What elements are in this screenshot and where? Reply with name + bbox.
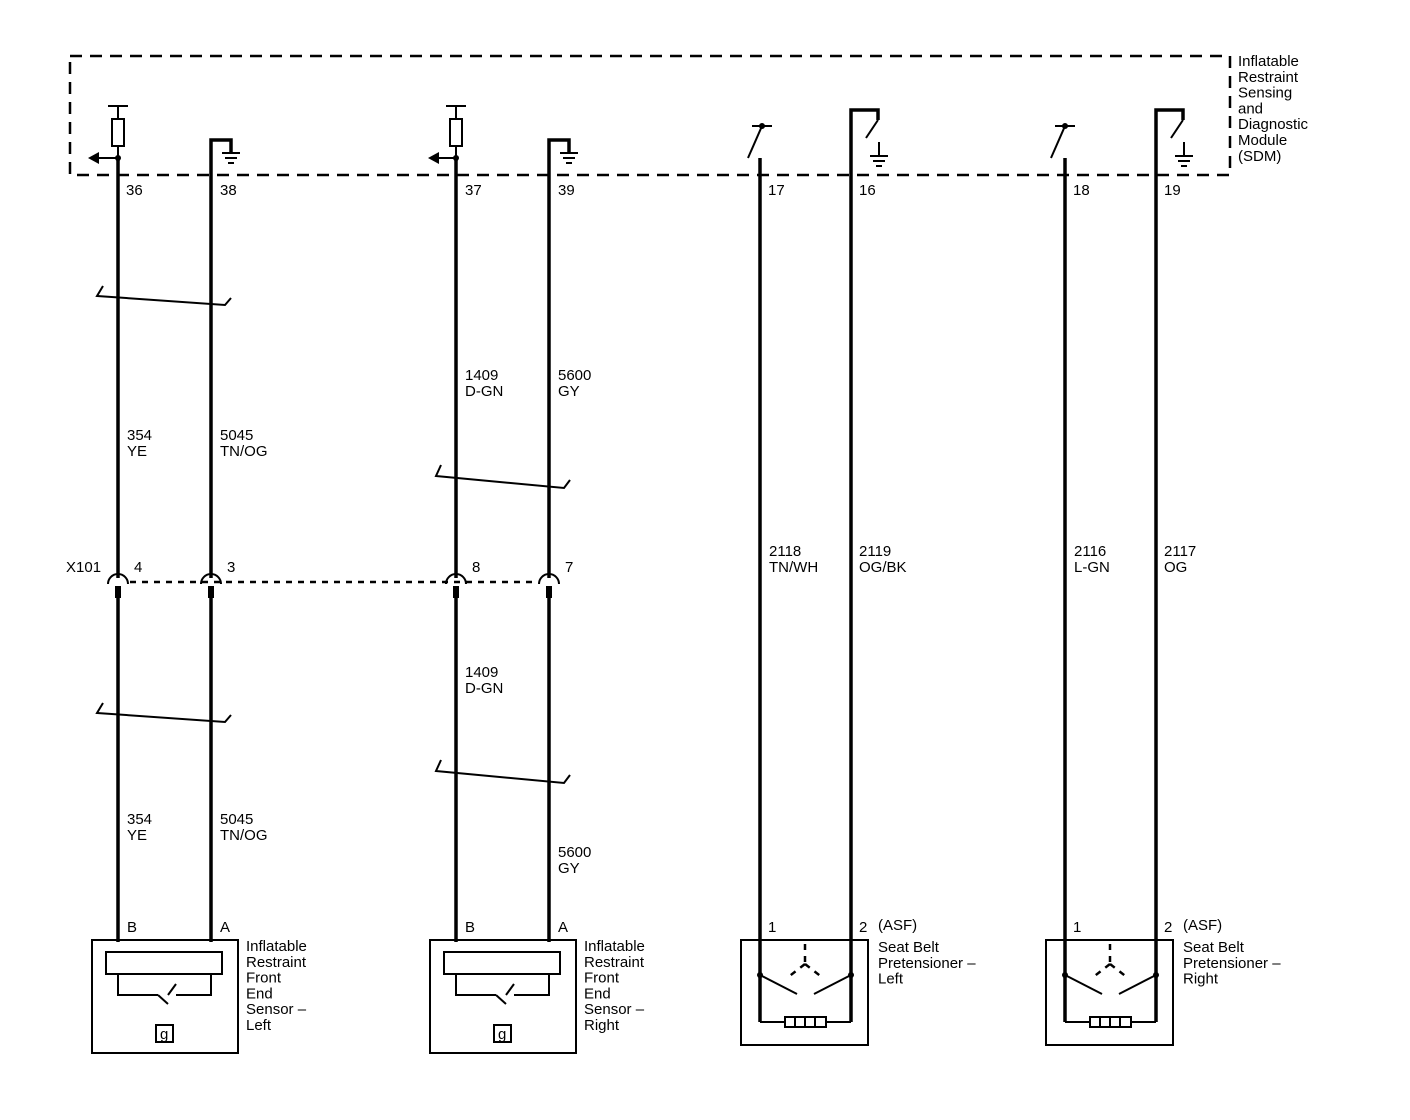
circuit-label: 354 YE [127,811,156,844]
pretensioner-pin: 1 [768,919,776,936]
circuit-label: 5600 GY [558,367,596,400]
circuit-label: 2116 L-GN [1074,543,1110,576]
pretensioner-left: 1 2 (ASF) Seat Belt Pretensioner – Left [740,917,980,1046]
sdm-label: Inflatable Restraint Sensing and Diagnos… [1238,53,1312,165]
twisted-pair-marks [95,285,571,785]
sdm-pin-label: 18 [1073,182,1090,199]
circuit-label: 5045 TN/OG [220,427,268,460]
circuit-label: 5600 GY [558,844,596,877]
sdm-pin-label: 36 [126,182,143,199]
sensor-label: Inflatable Restraint Front End Sensor – … [584,938,649,1034]
connector-pin: 3 [227,559,235,576]
connector-id: X101 [66,559,101,576]
circuit-label: 354 YE [127,427,156,460]
sensor-pin: A [220,919,230,936]
sensor-symbol: g [498,1026,506,1043]
pretensioner-label: Seat Belt Pretensioner – Right [1183,939,1285,988]
sensor-symbol: g [160,1026,168,1043]
sdm-pin-label: 16 [859,182,876,199]
sensor-label: Inflatable Restraint Front End Sensor – … [246,938,311,1034]
front-sensor-right: g B A Inflatable Restraint Front End Sen… [429,919,649,1054]
ground-symbol [547,138,578,178]
ground-symbol [209,138,240,178]
sensor-pin: A [558,919,568,936]
pretensioner-tag: (ASF) [1183,917,1222,934]
sdm-resistor-symbol [88,105,128,164]
pretensioner-pin: 1 [1073,919,1081,936]
sdm-module: Inflatable Restraint Sensing and Diagnos… [68,53,1312,177]
circuit-label: 2118 TN/WH [769,543,818,576]
sdm-pin-label: 37 [465,182,482,199]
circuit-label: 2117 OG [1164,543,1200,576]
sdm-pin-labels: 36 38 37 39 17 16 18 19 [126,182,1181,199]
sensor-pin: B [127,919,137,936]
sdm-switch-symbol [747,123,772,159]
sdm-pin-label: 19 [1164,182,1181,199]
upper-circuit-labels: 354 YE 5045 TN/OG 1409 D-GN 5600 GY 2118… [127,367,1200,576]
circuit-label: 2119 OG/BK [859,543,907,576]
sdm-resistor-symbol [428,105,466,164]
connector-pin: 4 [134,559,142,576]
pretensioner-pin: 2 [1164,919,1172,936]
wires [116,158,1158,1022]
sdm-pin-label: 38 [220,182,237,199]
connector-pin: 8 [472,559,480,576]
sdm-pin-label: 17 [768,182,785,199]
circuit-label: 1409 D-GN [465,367,503,400]
connector-x101: X101 4 3 8 7 [66,559,573,598]
pretensioner-right: 1 2 (ASF) Seat Belt Pretensioner – Right [1045,917,1285,1046]
sensor-pin: B [465,919,475,936]
pretensioner-label: Seat Belt Pretensioner – Left [878,939,980,988]
connector-pin: 7 [565,559,573,576]
pretensioner-tag: (ASF) [878,917,917,934]
pretensioner-pin: 2 [859,919,867,936]
sdm-switch-symbol [1050,123,1075,159]
circuit-label: 1409 D-GN [465,664,503,697]
front-sensor-left: g B A Inflatable Restraint Front End Sen… [91,919,311,1054]
sdm-switched-ground-symbol [1154,108,1193,178]
lower-circuit-labels: 354 YE 5045 TN/OG 1409 D-GN 5600 GY [127,664,596,877]
sdm-switched-ground-symbol [849,108,888,178]
circuit-label: 5045 TN/OG [220,811,268,844]
sdm-pin-label: 39 [558,182,575,199]
